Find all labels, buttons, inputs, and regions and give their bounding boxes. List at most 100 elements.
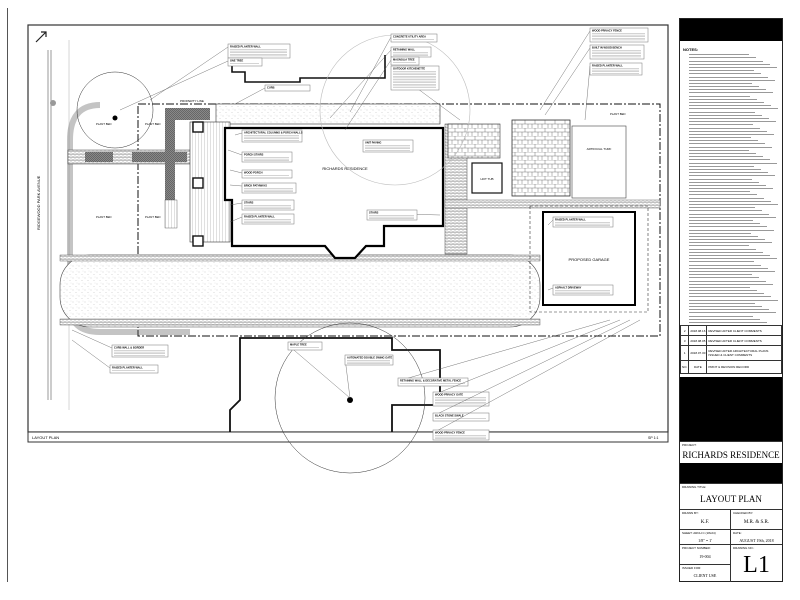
drawing-title-cell: DRAWING TITLE: LAYOUT PLAN (680, 483, 782, 509)
callout-title: PORCH STAIRS (244, 153, 264, 157)
note-line (689, 232, 751, 234)
house-title: RICHARDS RESIDENCE (322, 166, 368, 171)
callout-title: WOOD PRIVACY GATE (435, 393, 463, 397)
note-line (689, 178, 752, 180)
note-line (689, 318, 760, 320)
sheet-size: ARCH C (18x24) (693, 531, 716, 535)
callout-title: BUILT IN WOOD BENCH (592, 46, 622, 50)
note-line (689, 184, 766, 186)
note-line (689, 251, 763, 253)
hot-tub (471, 162, 503, 194)
leader-line (432, 319, 641, 434)
callout-label: MAGNOLIA TREE (344, 56, 420, 131)
callout-title: BLACK STONE SWALE (435, 414, 464, 418)
project-cell: PROJECT: RICHARDS RESIDENCE (680, 441, 782, 463)
leader-line (329, 49, 392, 119)
leader-line (344, 59, 392, 131)
callout-title: ONE TREE (230, 59, 244, 63)
callout-label: CURB (234, 84, 311, 105)
callout-title: RAISED PLANTER WALL (112, 366, 143, 370)
note-line (689, 95, 750, 97)
driveway (59, 254, 541, 328)
note-line (689, 57, 756, 59)
note-line (689, 162, 777, 164)
callout-label: BLACK STONE SWALE (432, 319, 631, 422)
project-number: 19-004 (699, 554, 711, 559)
leader-line (229, 184, 243, 187)
garage-zone (529, 205, 649, 313)
callout-title: RETAINING WALL (393, 48, 416, 52)
callout-label: BUILT IN WOOD BENCH (544, 44, 645, 116)
artificial-turf-label: ARTIFICIAL TURF (587, 147, 612, 151)
note-line (689, 146, 772, 148)
scale-tag: SP 1:1 (648, 436, 658, 440)
note-line (689, 172, 768, 174)
note-line (689, 210, 762, 212)
note-line (689, 117, 769, 119)
callout-label: OUTDOOR KITCHENETTE (390, 65, 461, 121)
project-name: RICHARDS RESIDENCE (682, 450, 780, 460)
checked-by: M.R. & S.R. (743, 520, 770, 525)
callout-label: RAISED PLANTER WALL (71, 339, 159, 374)
note-line (689, 79, 775, 81)
callout-title: ARCHITECTURAL COLUMNS & PORCH WALLS (244, 131, 303, 135)
note-line (689, 267, 768, 269)
note-line (689, 175, 775, 177)
leader-line (547, 287, 554, 291)
leader-line (544, 47, 591, 116)
drawn-by: K.F. (700, 520, 710, 525)
callout-label: RAISED PLANTER WALL (547, 216, 614, 228)
viewport-label: LAYOUT PLAN (32, 435, 59, 440)
callout-title: CONCRETE UTILITY AREA (393, 35, 426, 39)
property-line (137, 103, 661, 337)
porch-column (192, 235, 204, 247)
sheet-border (7, 8, 8, 582)
leader-line (432, 319, 621, 396)
note-line (689, 181, 759, 183)
kitchen-paver-area (447, 123, 501, 159)
note-line (689, 197, 764, 199)
issued-for: CLIENT USE (693, 573, 717, 578)
callout-title: BRICK PATHWAYS (244, 184, 267, 188)
leader-line (71, 329, 113, 349)
leader-line (119, 60, 229, 111)
callout-title: OUTDOOR KITCHENETTE (393, 67, 425, 71)
porch-column (192, 121, 204, 133)
callout-title: CURB (267, 86, 275, 90)
callout-label: ASPHALT DRIVEWAY (547, 284, 614, 296)
garage-title: PROPOSED GARAGE (569, 257, 610, 262)
note-line (689, 296, 771, 298)
leader-line (584, 65, 591, 121)
plant-bed-label: PLANT BED (610, 112, 626, 116)
porch-column (192, 177, 204, 189)
callout-title: MAPLE TREE (290, 343, 307, 347)
callout-title: RETAINING WALL & DECORATIVE METAL FENCE (400, 379, 461, 383)
hot-tub-label: HOT TUB (480, 177, 493, 181)
callout-label: CURB WALL & BORDER (71, 329, 169, 358)
north-arrow-icon (35, 31, 47, 43)
note-line (689, 86, 759, 88)
callout-label: ARCHITECTURAL COLUMNS & PORCH WALLS (234, 129, 303, 143)
plant-bed-label: PLANT BED (145, 215, 161, 219)
general-notes: NOTES: (680, 43, 782, 346)
callout-label: WOOD PRIVACY FENCE (432, 319, 641, 441)
tree-canopy (274, 322, 426, 474)
note-line (689, 127, 760, 129)
note-line (689, 248, 756, 250)
artificial-turf (571, 125, 627, 199)
note-line (689, 229, 774, 231)
note-line (689, 89, 766, 91)
callout-label: ONE TREE (119, 57, 263, 111)
note-line (689, 60, 763, 62)
callout-label: RAISED PLANTER WALL (229, 213, 295, 225)
note-line (689, 143, 765, 145)
note-line (689, 137, 751, 139)
note-line (689, 242, 772, 244)
callout-title: RAISED PLANTER WALL (592, 64, 623, 68)
callout-label: MAPLE TREE (287, 341, 351, 399)
note-line (689, 223, 760, 225)
